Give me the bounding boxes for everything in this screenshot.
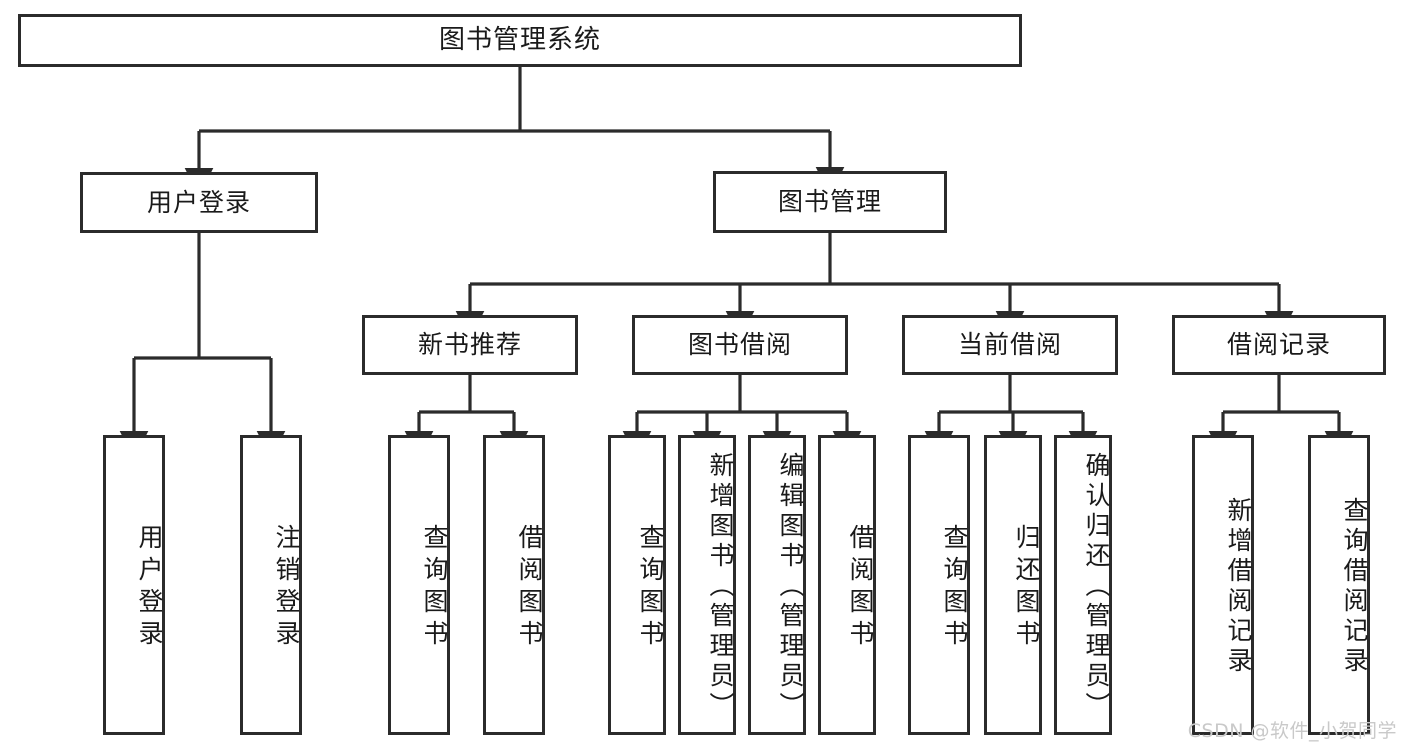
node-label: 用户登录 <box>146 187 251 217</box>
node-l12[interactable]: 新增借阅记录 <box>1192 435 1254 735</box>
node-borrow[interactable]: 图书借阅 <box>632 315 848 375</box>
node-l10[interactable]: 归还图书 <box>984 435 1042 735</box>
node-label: 借阅图书 <box>515 524 544 652</box>
node-l1[interactable]: 用户登录 <box>103 435 165 735</box>
node-l13[interactable]: 查询借阅记录 <box>1308 435 1370 735</box>
node-label: 查询借阅记录 <box>1340 497 1369 677</box>
node-login[interactable]: 用户登录 <box>80 172 318 233</box>
node-label: 查询图书 <box>940 524 969 652</box>
node-label: 注销登录 <box>272 524 301 652</box>
node-label: 查询图书 <box>636 524 665 652</box>
node-current[interactable]: 当前借阅 <box>902 315 1118 375</box>
node-l2[interactable]: 注销登录 <box>240 435 302 735</box>
node-bookmgmt[interactable]: 图书管理 <box>713 171 947 233</box>
node-label: 新增借阅记录 <box>1224 497 1253 677</box>
node-label: 新增图书（管理员） <box>706 452 735 722</box>
node-label: 借阅图书 <box>846 524 875 652</box>
node-label: 确认归还（管理员） <box>1082 452 1111 722</box>
node-label: 图书管理系统 <box>438 25 601 56</box>
node-label: 归还图书 <box>1012 524 1041 652</box>
node-newrec[interactable]: 新书推荐 <box>362 315 578 375</box>
node-l9[interactable]: 查询图书 <box>908 435 970 735</box>
watermark: CSDN @软件_小贺同学 <box>1187 720 1397 742</box>
node-label: 借阅记录 <box>1226 330 1331 360</box>
node-label: 用户登录 <box>135 524 164 652</box>
node-l5[interactable]: 查询图书 <box>608 435 666 735</box>
node-l8[interactable]: 借阅图书 <box>818 435 876 735</box>
node-l6[interactable]: 新增图书（管理员） <box>678 435 736 735</box>
node-label: 查询图书 <box>420 524 449 652</box>
node-l4[interactable]: 借阅图书 <box>483 435 545 735</box>
node-label: 图书借阅 <box>687 330 792 360</box>
node-root[interactable]: 图书管理系统 <box>18 14 1022 67</box>
node-l7[interactable]: 编辑图书（管理员） <box>748 435 806 735</box>
node-label: 图书管理 <box>777 187 882 217</box>
node-l11[interactable]: 确认归还（管理员） <box>1054 435 1112 735</box>
node-l3[interactable]: 查询图书 <box>388 435 450 735</box>
node-label: 编辑图书（管理员） <box>776 452 805 722</box>
node-label: 当前借阅 <box>957 330 1062 360</box>
node-label: 新书推荐 <box>417 330 522 360</box>
node-records[interactable]: 借阅记录 <box>1172 315 1386 375</box>
